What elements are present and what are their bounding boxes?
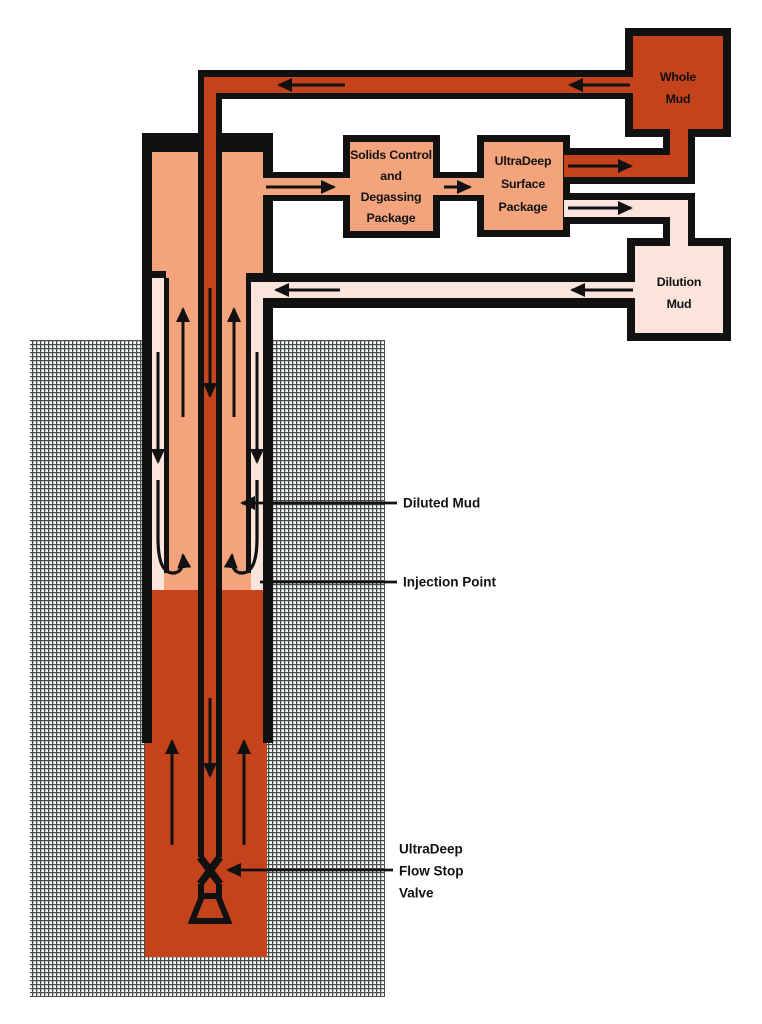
drill-bit [187, 893, 233, 924]
whole-mud-tank: Whole Mud [625, 28, 731, 137]
dilution-supply-outline-bottom [263, 298, 635, 308]
casing-wall-right-mid [263, 201, 273, 273]
dilution-supply-line [246, 273, 642, 308]
whole-mud-label-line1: Whole [660, 70, 696, 84]
arrow-injection-hook-right [223, 480, 259, 575]
surface-package-fill [484, 142, 563, 230]
surface-package-label-line1: UltraDeep [495, 154, 552, 168]
dilution-supply-bore [251, 282, 642, 298]
solids-control-box: Solids Control and Degassing Package [343, 135, 440, 238]
valve-label-line1: UltraDeep [399, 842, 463, 857]
solids-control-label-line2: and [380, 169, 401, 183]
whole-mud-label-line2: Mud [666, 92, 691, 106]
dilution-mud-label-line2: Mud [667, 297, 692, 311]
supply-line-bore [204, 77, 640, 93]
channel-wall-right [246, 282, 251, 573]
valve-label-line2: Flow Stop [399, 864, 464, 879]
channel-wall-left [164, 278, 169, 573]
solids-control-label-line3: Degassing [361, 190, 422, 204]
solids-control-label-line4: Package [367, 211, 416, 225]
channel-left-top-cap [150, 271, 166, 278]
valve-cross-stroke-2 [196, 854, 224, 887]
surface-package-label-line2: Surface [501, 177, 545, 191]
valve-label-line3: Valve [399, 886, 434, 901]
diluted-mud-label: Diluted Mud [403, 496, 480, 511]
drill-pipe-bore [204, 77, 216, 857]
dilution-mud-label-line1: Dilution [657, 275, 702, 289]
dilution-out-bore-v [670, 200, 688, 246]
dilution-mud-tank: Dilution Mud [627, 238, 731, 341]
whole-mud-tank-fill [633, 36, 723, 129]
whole-mud-out-bore-v [670, 129, 688, 155]
solids-control-label-line1: Solids Control [350, 148, 432, 162]
callouts: Diluted Mud Injection Point UltraDeep Fl… [226, 496, 497, 901]
surface-package-box: UltraDeep Surface Package [477, 135, 570, 237]
casing-wall-right-lower [263, 298, 273, 743]
casing-wall-right-upper [263, 133, 273, 172]
casing-wall-left [142, 133, 152, 743]
whole-mud-supply-line [198, 70, 640, 857]
arrow-injection-hook-left [156, 480, 192, 575]
surface-package-label-line3: Package [499, 200, 548, 214]
dilution-supply-outline-top [246, 273, 635, 282]
flow-arrows [151, 78, 633, 845]
injection-point-label: Injection Point [403, 575, 497, 590]
dilution-mud-tank-fill [635, 246, 723, 333]
solids-control-fill [350, 142, 433, 231]
